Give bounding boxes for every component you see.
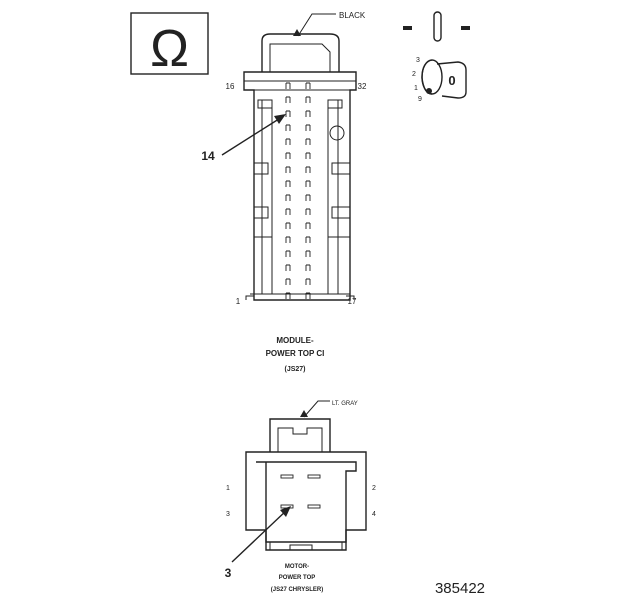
terminal-cavity (305, 208, 311, 215)
terminal-cavities (285, 82, 311, 299)
ohm-icon: Ω (150, 20, 189, 78)
motor-pin-label-1: 1 (226, 485, 230, 492)
wire-color-callout: BLACK (339, 11, 366, 20)
pin-label-32: 32 (358, 82, 367, 91)
locating-boss-icon (329, 125, 345, 141)
terminal-cavity (305, 278, 311, 285)
terminal-cavity (285, 250, 291, 257)
pin-label-16: 16 (226, 82, 235, 91)
motor-caption-line1: MOTOR- (285, 564, 309, 570)
pin-callout-label: 14 (201, 149, 215, 163)
terminal-cavity (305, 222, 311, 229)
terminal-cavity (285, 152, 291, 159)
indicator-dash-left-icon (403, 26, 412, 30)
motor-caption-line2: POWER TOP (279, 575, 316, 581)
terminal-cavity (305, 194, 311, 201)
terminal-cavity (285, 96, 291, 103)
key-switch-view: 0 3 2 1 9 (403, 11, 470, 103)
terminal-cavity (285, 124, 291, 131)
terminal-cavity (285, 208, 291, 215)
motor-pin-label-2: 2 (372, 485, 376, 492)
terminal-cavity (285, 236, 291, 243)
terminal-cavity (285, 166, 291, 173)
indicator-dash-right-icon (461, 26, 470, 30)
index-dot-icon (426, 88, 432, 94)
motor-pin-label-3: 3 (226, 511, 230, 518)
terminal-cavity (305, 138, 311, 145)
terminal-cavity (305, 236, 311, 243)
terminal-cavity (305, 152, 311, 159)
terminal-cavity (305, 250, 311, 257)
terminal-cavity (285, 180, 291, 187)
terminal-cavity (285, 222, 291, 229)
terminal-cavity (305, 264, 311, 271)
terminal-2 (307, 474, 321, 479)
module-connector: BLACK 16 32 1 17 14 MODULE- POWER TOP CI… (201, 11, 367, 373)
terminal-cavity (285, 278, 291, 285)
terminal-cavity (285, 110, 291, 117)
motor-connector: LT. GRAY 1 2 3 4 3 MOTOR- POWER TOP (JS2… (225, 400, 376, 593)
terminal-cavity (305, 110, 311, 117)
key-pos-2: 2 (412, 71, 416, 78)
terminal-1 (280, 474, 294, 479)
terminal-cavity (285, 292, 291, 299)
key-pos-3: 3 (416, 57, 420, 64)
terminal-cavity (305, 96, 311, 103)
figure-number: 385422 (435, 580, 485, 597)
terminal-cavity (285, 138, 291, 145)
key-label: 0 (448, 73, 455, 88)
wire-color-callout-bottom: LT. GRAY (332, 401, 358, 407)
key-icon (436, 61, 467, 99)
terminal-cavity (285, 194, 291, 201)
key-pos-9: 9 (418, 96, 422, 103)
module-caption-line1: MODULE- (276, 336, 314, 345)
pin-label-1: 1 (236, 297, 241, 306)
ohmmeter-symbol: Ω (130, 12, 209, 78)
terminal-cavity (285, 82, 291, 89)
terminal-4 (307, 504, 321, 509)
terminal-cavity (285, 264, 291, 271)
terminal-cavity (305, 82, 311, 89)
terminal-cavity (305, 292, 311, 299)
motor-caption-line3: (JS27 CHRYSLER) (271, 587, 323, 593)
pin-label-17: 17 (348, 297, 357, 306)
key-slot-icon (433, 11, 442, 42)
key-pos-1: 1 (414, 85, 418, 92)
terminal-cavity (305, 180, 311, 187)
terminal-cavity (305, 124, 311, 131)
motor-pin-callout-label: 3 (225, 566, 232, 580)
module-caption-line3: (JS27) (284, 366, 305, 373)
module-caption-line2: POWER TOP CI (266, 349, 325, 358)
terminal-cavity (305, 166, 311, 173)
motor-pin-label-4: 4 (372, 511, 376, 518)
